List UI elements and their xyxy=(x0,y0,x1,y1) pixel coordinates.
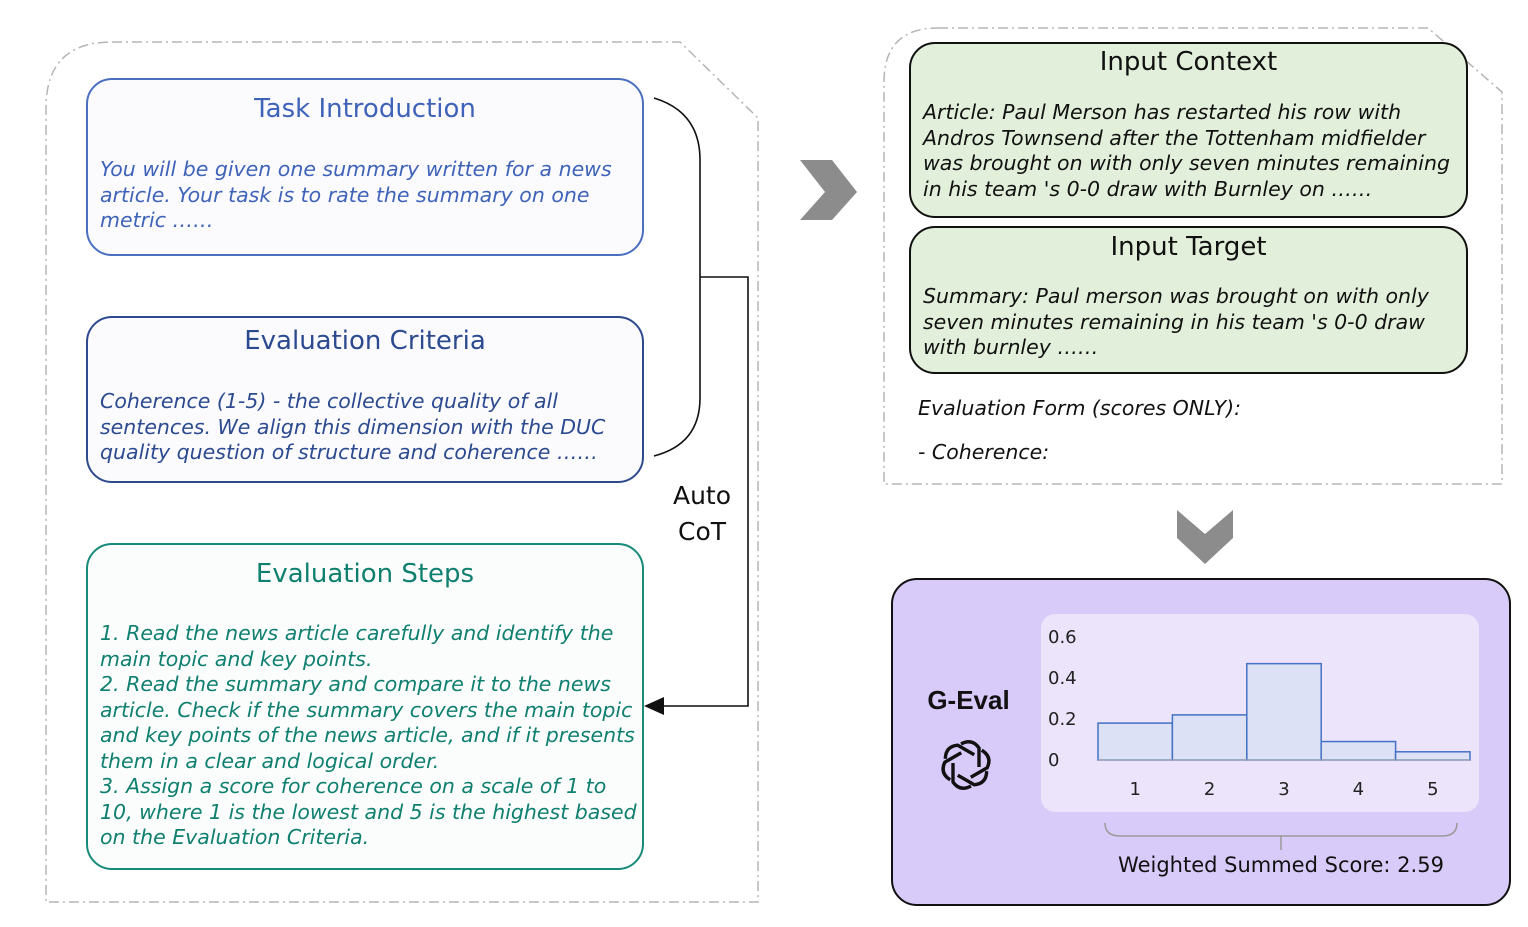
input-container-outline xyxy=(883,27,1503,485)
auto-cot-arrowhead xyxy=(644,697,664,715)
task-introduction-text: You will be given one summary written fo… xyxy=(100,157,612,232)
input-context-title: Input Context xyxy=(1099,47,1278,77)
input-target-title: Input Target xyxy=(1110,232,1267,262)
chevron-right-icon xyxy=(800,160,857,220)
task-introduction-title: Task Introduction xyxy=(254,94,476,124)
x-tick-label: 3 xyxy=(1278,779,1289,800)
score-bar xyxy=(1394,751,1471,761)
geval-label: G-Eval xyxy=(927,685,1010,715)
auto-cot-label: Auto CoT xyxy=(672,481,732,546)
score-bar xyxy=(1171,714,1248,761)
x-tick-label: 1 xyxy=(1129,779,1140,800)
evaluation-criteria-title: Evaluation Criteria xyxy=(244,326,486,356)
x-tick-label: 2 xyxy=(1204,779,1215,800)
evaluation-form-item: - Coherence: xyxy=(918,440,1050,464)
task-introduction-box: Task Introduction You will be given one … xyxy=(86,78,644,256)
weighted-summed-score: Weighted Summed Score: 2.59 xyxy=(1118,853,1444,877)
evaluation-steps-box: Evaluation Steps 1. Read the news articl… xyxy=(86,543,644,870)
input-context-text: Article: Paul Merson has restarted his r… xyxy=(923,100,1451,201)
y-tick-label: 0.6 xyxy=(1048,627,1077,648)
input-target-text: Summary: Paul merson was brought on with… xyxy=(923,284,1429,359)
score-bar xyxy=(1097,722,1174,761)
auto-cot-connector xyxy=(662,276,749,707)
evaluation-criteria-box: Evaluation Criteria Coherence (1-5) - th… xyxy=(86,316,644,483)
input-context-box: Input Context Article: Paul Merson has r… xyxy=(909,42,1468,218)
y-tick-label: 0.4 xyxy=(1048,668,1077,689)
chevron-down-icon xyxy=(1177,510,1233,564)
evaluation-criteria-text: Coherence (1-5) - the collective quality… xyxy=(100,389,606,464)
evaluation-steps-text: 1. Read the news article carefully and i… xyxy=(100,621,637,849)
merge-brace xyxy=(653,97,701,457)
y-tick-label: 0 xyxy=(1048,750,1059,771)
score-bar xyxy=(1320,740,1397,761)
x-tick-label: 5 xyxy=(1427,779,1438,800)
openai-logo-icon xyxy=(941,740,991,790)
input-target-box: Input Target Summary: Paul merson was br… xyxy=(909,226,1468,374)
evaluation-steps-title: Evaluation Steps xyxy=(255,559,475,589)
prompt-container-outline xyxy=(45,41,759,903)
weighted-sum-bracket xyxy=(1104,822,1458,850)
y-tick-label: 0.2 xyxy=(1048,709,1077,730)
score-bar xyxy=(1246,662,1322,761)
evaluation-form-header: Evaluation Form (scores ONLY): xyxy=(918,396,1242,420)
score-distribution-chart: 0 0.2 0.4 0.6 1 2 3 4 5 xyxy=(1048,627,1471,800)
x-tick-label: 4 xyxy=(1353,779,1364,800)
